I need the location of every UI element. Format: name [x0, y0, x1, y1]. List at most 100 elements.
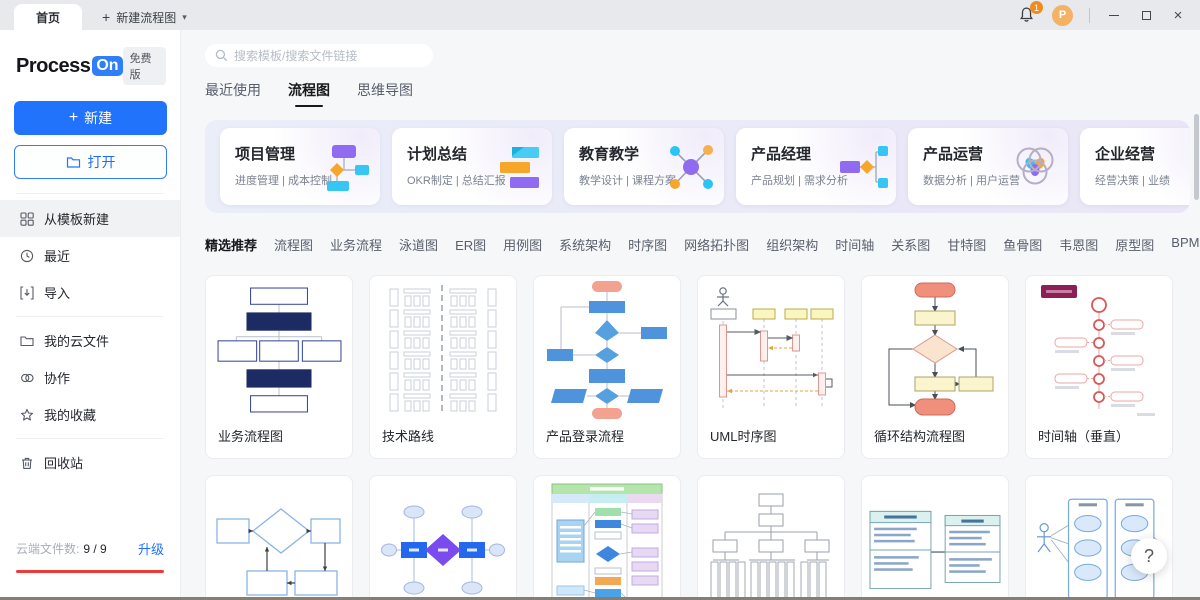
close-icon: ×	[1173, 6, 1183, 24]
sidebar-item-collaboration[interactable]: 协作	[0, 359, 180, 396]
template-title: 时间轴（垂直）	[1038, 429, 1130, 444]
banner-card-product-operation[interactable]: 产品运营 数据分析 | 用户运营	[908, 128, 1068, 205]
chip-venn[interactable]: 韦恩图	[1059, 238, 1099, 253]
sidebar-item-new-from-template[interactable]: 从模板新建	[0, 200, 180, 237]
sidebar-item-trash[interactable]: 回收站	[0, 444, 180, 481]
banner-title: 企业经营	[1095, 146, 1156, 163]
tab-flowchart[interactable]: 流程图	[288, 80, 330, 107]
upgrade-link[interactable]: 升级	[137, 542, 164, 557]
banner-title: 项目管理	[235, 146, 296, 163]
chip-network-topology[interactable]: 网络拓扑图	[684, 238, 750, 253]
template-grid-row-1: 业务流程图	[205, 275, 1200, 459]
chip-sequence[interactable]: 时序图	[628, 238, 668, 253]
template-thumbnail	[862, 476, 1008, 600]
storage-value: 9 / 9	[83, 541, 107, 556]
trash-icon	[22, 457, 32, 469]
search-bar[interactable]	[205, 44, 433, 67]
venn-icon	[1016, 147, 1054, 185]
tab-new-flowchart[interactable]: + 新建流程图 ▾	[92, 4, 197, 30]
logo-on-badge: On	[92, 56, 123, 76]
chip-flowchart[interactable]: 流程图	[274, 238, 314, 253]
banner-title: 产品经理	[751, 146, 812, 163]
sidebar-item-label: 从模板新建	[44, 212, 110, 227]
chip-relationship[interactable]: 关系图	[891, 238, 931, 253]
chip-use-case[interactable]: 用例图	[503, 238, 543, 253]
sidebar-item-label: 我的云文件	[44, 334, 110, 349]
bars-icon	[500, 147, 539, 188]
tab-recently-used[interactable]: 最近使用	[205, 80, 261, 107]
banner-title: 教育教学	[579, 146, 640, 163]
template-card-uml-sequence[interactable]: UML时序图	[697, 275, 845, 459]
tab-underline	[295, 105, 323, 107]
star-icon	[20, 408, 34, 421]
notifications-button[interactable]: 1	[1018, 1, 1043, 24]
new-file-button[interactable]: + 新建	[14, 101, 167, 135]
chip-fishbone[interactable]: 鱼骨图	[1003, 238, 1043, 253]
vertical-scrollbar[interactable]	[1194, 114, 1199, 200]
template-thumbnail	[698, 276, 844, 424]
sidebar-item-my-cloud-files[interactable]: 我的云文件	[0, 322, 180, 359]
chip-org-chart[interactable]: 组织架构	[766, 238, 819, 253]
template-card-business-flowchart[interactable]: 业务流程图	[205, 275, 353, 459]
maximize-button[interactable]	[1138, 7, 1154, 23]
minimize-icon	[1109, 14, 1119, 16]
category-filter-bar: 精选推荐 流程图 业务流程 泳道图 ER图 用例图 系统架构 时序图 网络拓扑图…	[205, 235, 1200, 254]
open-file-button[interactable]: 打开	[14, 145, 167, 179]
sidebar-item-import[interactable]: 导入	[0, 274, 180, 311]
search-icon	[215, 49, 228, 62]
banner-card-product-manager[interactable]: 产品经理 产品规划 | 需求分析	[736, 128, 896, 205]
help-button[interactable]: ?	[1131, 538, 1167, 574]
template-grid-row-2	[205, 475, 1200, 600]
search-input[interactable]	[234, 48, 423, 63]
tab-home[interactable]: 首页	[14, 4, 83, 30]
logo-processon: Process	[16, 54, 91, 77]
clock-icon	[20, 249, 34, 262]
folder-icon	[20, 335, 34, 346]
template-card-loop-flowchart[interactable]: 循环结构流程图	[861, 275, 1009, 459]
close-button[interactable]: ×	[1170, 7, 1186, 23]
sidebar-item-favorites[interactable]: 我的收藏	[0, 396, 180, 433]
main-content: 最近使用 流程图 思维导图 项目管理 进度管理 | 成本控制	[181, 30, 1200, 600]
banner-card-plan-summary[interactable]: 计划总结 OKR制定 | 总结汇报	[392, 128, 552, 205]
template-card-tech-roadmap[interactable]: 技术路线	[369, 275, 517, 459]
chip-timeline[interactable]: 时间轴	[835, 238, 875, 253]
template-card[interactable]	[369, 475, 517, 600]
template-card[interactable]	[861, 475, 1009, 600]
chip-featured[interactable]: 精选推荐	[205, 238, 258, 253]
tab-label: 思维导图	[357, 82, 413, 98]
tab-underline	[219, 105, 247, 107]
banner-subtitle: 经营决策 | 业绩	[1095, 175, 1170, 187]
minimize-button[interactable]	[1106, 7, 1122, 23]
template-card-vertical-timeline[interactable]: 时间轴（垂直）	[1025, 275, 1173, 459]
banner-subtitle: 产品规划 | 需求分析	[751, 175, 848, 187]
template-title: 循环结构流程图	[874, 429, 966, 444]
sidebar-item-label: 回收站	[44, 456, 84, 471]
chip-business-process[interactable]: 业务流程	[330, 238, 383, 253]
chip-system-architecture[interactable]: 系统架构	[559, 238, 612, 253]
maximize-icon	[1141, 10, 1151, 20]
sidebar-item-recent[interactable]: 最近	[0, 237, 180, 274]
template-title: 业务流程图	[218, 429, 284, 444]
chip-er-diagram[interactable]: ER图	[455, 238, 487, 253]
banner-card-enterprise[interactable]: 企业经营 经营决策 | 业绩	[1080, 128, 1190, 205]
tab-underline	[371, 105, 399, 107]
sidebar-item-label: 协作	[44, 371, 71, 386]
template-card[interactable]	[697, 475, 845, 600]
tab-mindmap[interactable]: 思维导图	[357, 80, 413, 107]
chip-prototype[interactable]: 原型图	[1115, 238, 1155, 253]
avatar[interactable]: P	[1052, 4, 1073, 26]
sidebar-menu: 从模板新建 最近 导入	[0, 200, 180, 481]
template-thumbnail	[206, 476, 352, 600]
template-card[interactable]	[533, 475, 681, 600]
template-card-login-flow[interactable]: 产品登录流程	[533, 275, 681, 459]
banner-card-project-management[interactable]: 项目管理 进度管理 | 成本控制	[220, 128, 380, 205]
template-card[interactable]	[205, 475, 353, 600]
chip-gantt[interactable]: 甘特图	[947, 238, 987, 253]
chevron-down-icon: ▾	[182, 11, 187, 22]
chip-bpmn[interactable]: BPMN	[1171, 235, 1200, 250]
chip-swimlane[interactable]: 泳道图	[399, 238, 439, 253]
tab-label: 流程图	[288, 82, 330, 98]
template-thumbnail	[862, 276, 1008, 424]
banner-card-education[interactable]: 教育教学 教学设计 | 课程方案	[564, 128, 724, 205]
